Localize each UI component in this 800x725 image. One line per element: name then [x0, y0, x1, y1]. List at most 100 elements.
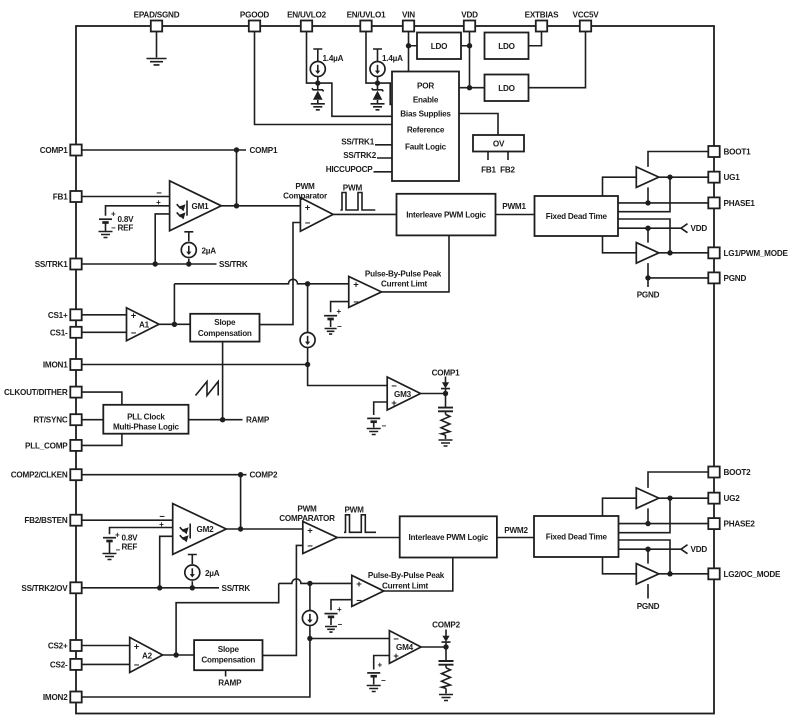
- block-label: Current Limt: [382, 582, 429, 591]
- block-pll-clock: [102, 403, 190, 435]
- value-label: REF: [122, 543, 138, 552]
- block-label: LDO: [498, 84, 515, 93]
- net-ref1: [97, 205, 170, 239]
- block-label: LDO: [431, 42, 448, 51]
- zener-diode-icon: [370, 87, 385, 101]
- net-current-limit1-out: [381, 235, 450, 293]
- pin-label: EPAD/SGND: [134, 11, 180, 20]
- pin-lg2-oc-mode: [707, 567, 721, 581]
- pin-label: EN/UVLO2: [287, 11, 327, 20]
- pin-label: CS2-: [50, 660, 68, 669]
- resistor-icon: [440, 666, 452, 690]
- pin-epad-sgnd: [149, 19, 164, 33]
- pin-rt-sync: [69, 413, 83, 427]
- amp-gm4: [388, 629, 423, 665]
- amp-label: A1: [139, 320, 150, 329]
- net-label: RAMP: [246, 416, 270, 425]
- net-label: COMP2: [250, 471, 278, 480]
- value-label: 1.4µA: [323, 54, 344, 63]
- block-label: Pulse-By-Pulse Peak: [368, 571, 445, 580]
- battery-icon: [323, 612, 339, 619]
- net-pll: [81, 341, 243, 447]
- ground-icon: [365, 684, 382, 693]
- pin-ug1: [707, 170, 721, 184]
- minus-sign: −: [131, 328, 137, 339]
- net-current-limit2-offset: [323, 598, 352, 633]
- net-vdd: [459, 31, 485, 91]
- pwm-waveform-ch2: [344, 514, 376, 534]
- net-gm4-out-comp2: [421, 629, 455, 702]
- current-source-icon: [180, 241, 198, 259]
- net-current-limit1-offset: [322, 300, 349, 335]
- block-label: Compensation: [198, 329, 252, 338]
- minus-sign: −: [337, 322, 342, 331]
- net-imon2: [81, 583, 390, 698]
- plus-sign: +: [356, 579, 362, 590]
- net-gm4-offset: [365, 654, 390, 693]
- ground-icon: [97, 230, 114, 239]
- plus-sign: +: [305, 202, 311, 213]
- pin-clkout-dither: [69, 385, 83, 399]
- ground-icon: [365, 427, 382, 436]
- pin-label: UG1: [724, 173, 741, 182]
- net-vcc5v: [528, 31, 587, 89]
- net-label: COMP1: [250, 146, 278, 155]
- plus-sign: +: [159, 520, 164, 529]
- block-ldo-3: [483, 73, 530, 102]
- net-label: PGND: [637, 291, 660, 300]
- battery-icon: [322, 314, 339, 321]
- pin-label: VCC5V: [573, 11, 600, 20]
- net-label: PWM2: [504, 526, 528, 535]
- net-label: SS/TRK: [219, 260, 248, 269]
- pin-label: UG2: [724, 494, 741, 503]
- net-label: PWM1: [502, 202, 526, 211]
- ground-icon: [437, 439, 454, 447]
- pin-pgood: [247, 19, 262, 33]
- current-source-icon: [183, 564, 201, 581]
- block-label: PLL Clock: [127, 412, 165, 421]
- block-label: Enable: [413, 96, 439, 105]
- pin-imon2: [69, 690, 83, 704]
- amp-label: GM3: [394, 390, 412, 399]
- plus-sign: +: [353, 279, 359, 290]
- plus-sign: +: [393, 651, 399, 662]
- comparator-label: PWM: [295, 182, 315, 191]
- net-en-uvlo2: [305, 31, 392, 118]
- sawtooth-waveform-icon: [194, 379, 219, 398]
- pin-en-uvlo2: [299, 19, 314, 33]
- net-por-input-stubs: [373, 144, 392, 173]
- battery-icon: [365, 417, 382, 424]
- pin-label: RT/SYNC: [33, 416, 67, 425]
- net-gm3-offset: [365, 401, 388, 436]
- block-fixed-dead-time-2: [533, 515, 620, 558]
- block-slope-compensation-1: [189, 312, 261, 343]
- value-label: 0.8V: [118, 215, 135, 224]
- minus-sign: −: [156, 188, 162, 199]
- minus-sign: −: [356, 595, 362, 606]
- net-vin: [405, 31, 417, 72]
- pin-ug2: [707, 491, 721, 505]
- pin-label: IMON1: [43, 361, 68, 370]
- net-current-limit2-out: [383, 557, 454, 592]
- pin-label: FB2/BSTEN: [24, 516, 68, 525]
- net-label: VDD: [691, 224, 708, 233]
- net-label: SS/TRK1: [341, 138, 374, 147]
- gate-driver-icon: [635, 241, 660, 264]
- gate-driver-icon: [635, 562, 660, 585]
- plus-sign: +: [111, 210, 116, 219]
- comparator-label: COMPARATOR: [279, 514, 335, 523]
- net-label: COMP1: [432, 368, 460, 377]
- pin-en-uvlo1: [359, 19, 373, 33]
- pin-cs1-plus: [69, 308, 83, 322]
- pin-fb2-bsten: [69, 513, 83, 527]
- current-source-icon: [369, 60, 386, 78]
- block-label: Bias Supplies: [400, 110, 451, 119]
- block-label: Reference: [407, 126, 445, 135]
- comparator-current-limit-2: [350, 574, 386, 608]
- pin-fb1: [69, 190, 83, 203]
- pin-label: EXTBIAS: [525, 11, 559, 20]
- net-a1-to-current-limit1: [159, 278, 349, 327]
- plus-sign: +: [131, 311, 137, 322]
